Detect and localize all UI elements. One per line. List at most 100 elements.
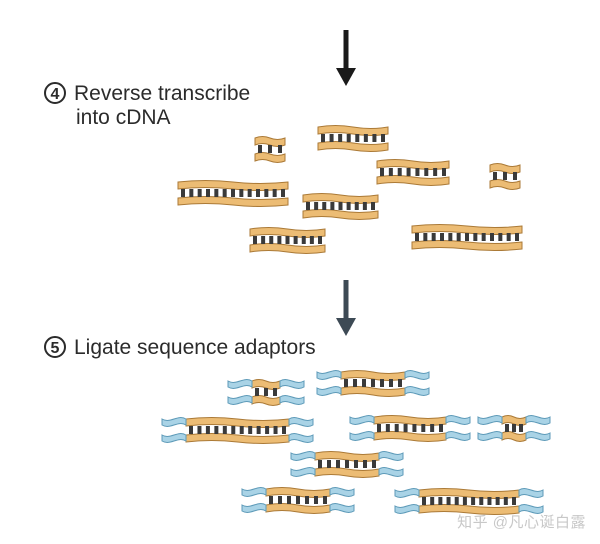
ligated-fragment-3-rung xyxy=(197,426,202,434)
ligated-fragment-8 xyxy=(394,488,544,515)
ligated-fragment-5-rung xyxy=(505,424,509,432)
cdna-fragment-5-rung xyxy=(222,189,227,197)
ligated-fragment-7-adaptor-right-top xyxy=(329,487,355,497)
ligated-fragment-6-adaptor-left-top xyxy=(290,451,316,461)
cdna-fragment-7-rung xyxy=(277,236,282,244)
ligated-fragment-1-bottom-strand xyxy=(251,395,281,406)
cdna-fragment-5 xyxy=(177,180,289,207)
ligated-fragment-8-rung xyxy=(454,497,459,505)
cdna-fragment-6 xyxy=(302,193,379,220)
cdna-fragment-1-top-strand xyxy=(254,136,286,147)
ligated-fragment-4-adaptor-right-bottom xyxy=(445,431,471,441)
cdna-fragment-6-rung xyxy=(322,202,327,210)
ligated-fragment-4-rung xyxy=(394,424,399,432)
cdna-fragment-6-top-strand xyxy=(302,193,379,204)
ligated-fragment-2-rung xyxy=(362,379,366,387)
ligated-fragment-5-adaptor-left-top xyxy=(477,415,503,425)
cdna-fragment-5-rung xyxy=(189,189,194,197)
cdna-fragments-group xyxy=(177,125,523,254)
ligated-fragment-3-adaptor-right-bottom xyxy=(288,433,314,443)
cdna-fragment-8-rung xyxy=(473,233,478,241)
cdna-fragment-6-rung xyxy=(362,202,367,210)
cdna-fragment-4 xyxy=(489,163,521,190)
cdna-fragment-7 xyxy=(249,227,326,254)
arrow-down-2 xyxy=(336,280,356,336)
ligated-fragment-3-rung xyxy=(239,426,244,434)
ligated-fragment-7-adaptor-left-bottom xyxy=(241,503,267,513)
cdna-fragment-5-rung xyxy=(206,189,210,197)
ligated-fragment-2-bottom-strand xyxy=(340,386,406,397)
ligated-fragment-5-adaptor-right-top xyxy=(525,415,551,425)
ligated-fragment-4 xyxy=(349,415,471,442)
cdna-fragment-3-rung xyxy=(388,168,393,176)
arrow-down-1-head xyxy=(336,68,356,86)
ligated-fragment-8-rung xyxy=(422,497,426,505)
cdna-fragment-8-rung xyxy=(415,233,419,241)
cdna-fragment-6-rungs xyxy=(306,202,375,210)
ligated-fragment-4-rungs xyxy=(377,424,443,432)
ligated-fragment-8-rung xyxy=(487,497,492,505)
ligated-fragment-4-top-strand xyxy=(373,415,447,426)
ligated-fragment-2-rung xyxy=(380,379,384,387)
ligated-fragment-7-rung xyxy=(323,496,327,504)
ligated-fragment-3-adaptor-left-bottom xyxy=(161,433,187,443)
ligated-fragment-1-rung xyxy=(255,388,259,396)
cdna-fragment-5-rungs xyxy=(181,189,285,197)
cdna-fragment-5-rung xyxy=(231,189,235,197)
cdna-fragment-2-rung xyxy=(321,134,325,142)
cdna-fragment-7-bottom-strand xyxy=(249,243,326,254)
ligated-fragment-2-adaptor-left-top xyxy=(316,370,342,380)
cdna-fragment-7-rung xyxy=(318,236,322,244)
cdna-fragment-7-rung xyxy=(253,236,257,244)
ligated-fragment-8-rung xyxy=(479,497,484,505)
cdna-fragment-7-rungs xyxy=(253,236,322,244)
ligated-fragment-3-top-strand xyxy=(185,417,290,428)
cdna-fragment-5-rung xyxy=(239,189,244,197)
ligated-fragment-1 xyxy=(227,379,305,406)
ligated-fragment-1-rung xyxy=(273,388,277,396)
ligated-fragment-1-rung xyxy=(264,388,268,396)
cdna-fragment-5-rung xyxy=(256,189,260,197)
ligated-fragment-6-rung xyxy=(318,460,322,468)
ligated-fragment-3-adaptor-left-top xyxy=(161,417,187,427)
ligated-fragment-8-rung xyxy=(471,497,476,505)
cdna-fragment-7-rung xyxy=(261,236,266,244)
ligated-fragment-8-rung xyxy=(438,497,443,505)
cdna-fragment-8-rung xyxy=(423,233,428,241)
cdna-fragment-3-rung xyxy=(406,168,411,176)
ligated-fragment-8-rung xyxy=(512,497,516,505)
ligated-fragment-4-adaptor-right-top xyxy=(445,415,471,425)
ligated-fragment-1-rungs xyxy=(255,388,277,396)
cdna-fragment-8-rung xyxy=(465,233,469,241)
ligated-fragment-4-rung xyxy=(430,424,435,432)
ligated-fragment-7-rung xyxy=(314,496,318,504)
cdna-fragment-4-rungs xyxy=(493,172,517,180)
ligated-fragment-4-rung xyxy=(421,424,426,432)
cdna-fragment-3-rungs xyxy=(380,168,446,176)
ligated-fragment-3-rung xyxy=(265,426,270,434)
cdna-fragment-2-rung xyxy=(346,134,351,142)
ligated-fragment-8-rung xyxy=(430,497,435,505)
cdna-fragment-3-rung xyxy=(424,168,429,176)
ligated-fragment-6-rung xyxy=(372,460,376,468)
ligated-fragment-5-adaptor-right-bottom xyxy=(525,431,551,441)
ligated-fragment-2-rung xyxy=(371,379,375,387)
cdna-fragment-2 xyxy=(317,125,389,152)
cdna-fragment-3-rung xyxy=(397,168,402,176)
cdna-fragment-5-bottom-strand xyxy=(177,196,289,207)
ligated-fragment-2 xyxy=(316,370,430,397)
cdna-fragment-7-top-strand xyxy=(249,227,326,238)
ligated-fragment-5-adaptor-left-bottom xyxy=(477,431,503,441)
ligated-fragment-2-adaptor-right-top xyxy=(404,370,430,380)
cdna-fragment-1-rung xyxy=(278,145,282,153)
cdna-fragment-3-rung xyxy=(433,168,438,176)
cdna-fragment-3-top-strand xyxy=(376,159,450,170)
cdna-fragment-8-rung xyxy=(440,233,444,241)
ligated-fragment-7-rung xyxy=(287,496,291,504)
ligated-fragment-2-top-strand xyxy=(340,370,406,381)
ligated-fragment-4-adaptor-left-bottom xyxy=(349,431,375,441)
ligated-fragment-3-rung xyxy=(214,426,219,434)
step-4-line2: into cDNA xyxy=(76,106,171,129)
